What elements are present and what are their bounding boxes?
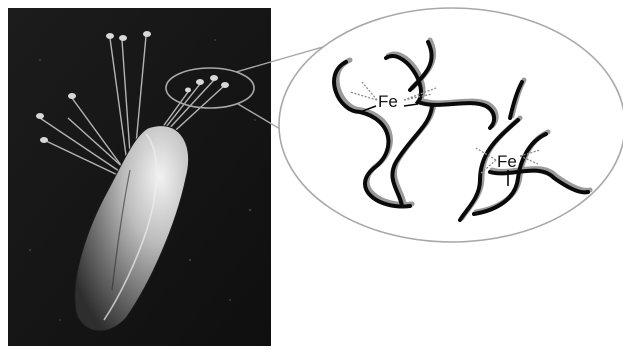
zoom-ellipse (279, 8, 623, 242)
mussel-photo (8, 8, 271, 346)
fe-label-1: Fe (378, 92, 398, 111)
fe-label-2: Fe (497, 152, 517, 171)
